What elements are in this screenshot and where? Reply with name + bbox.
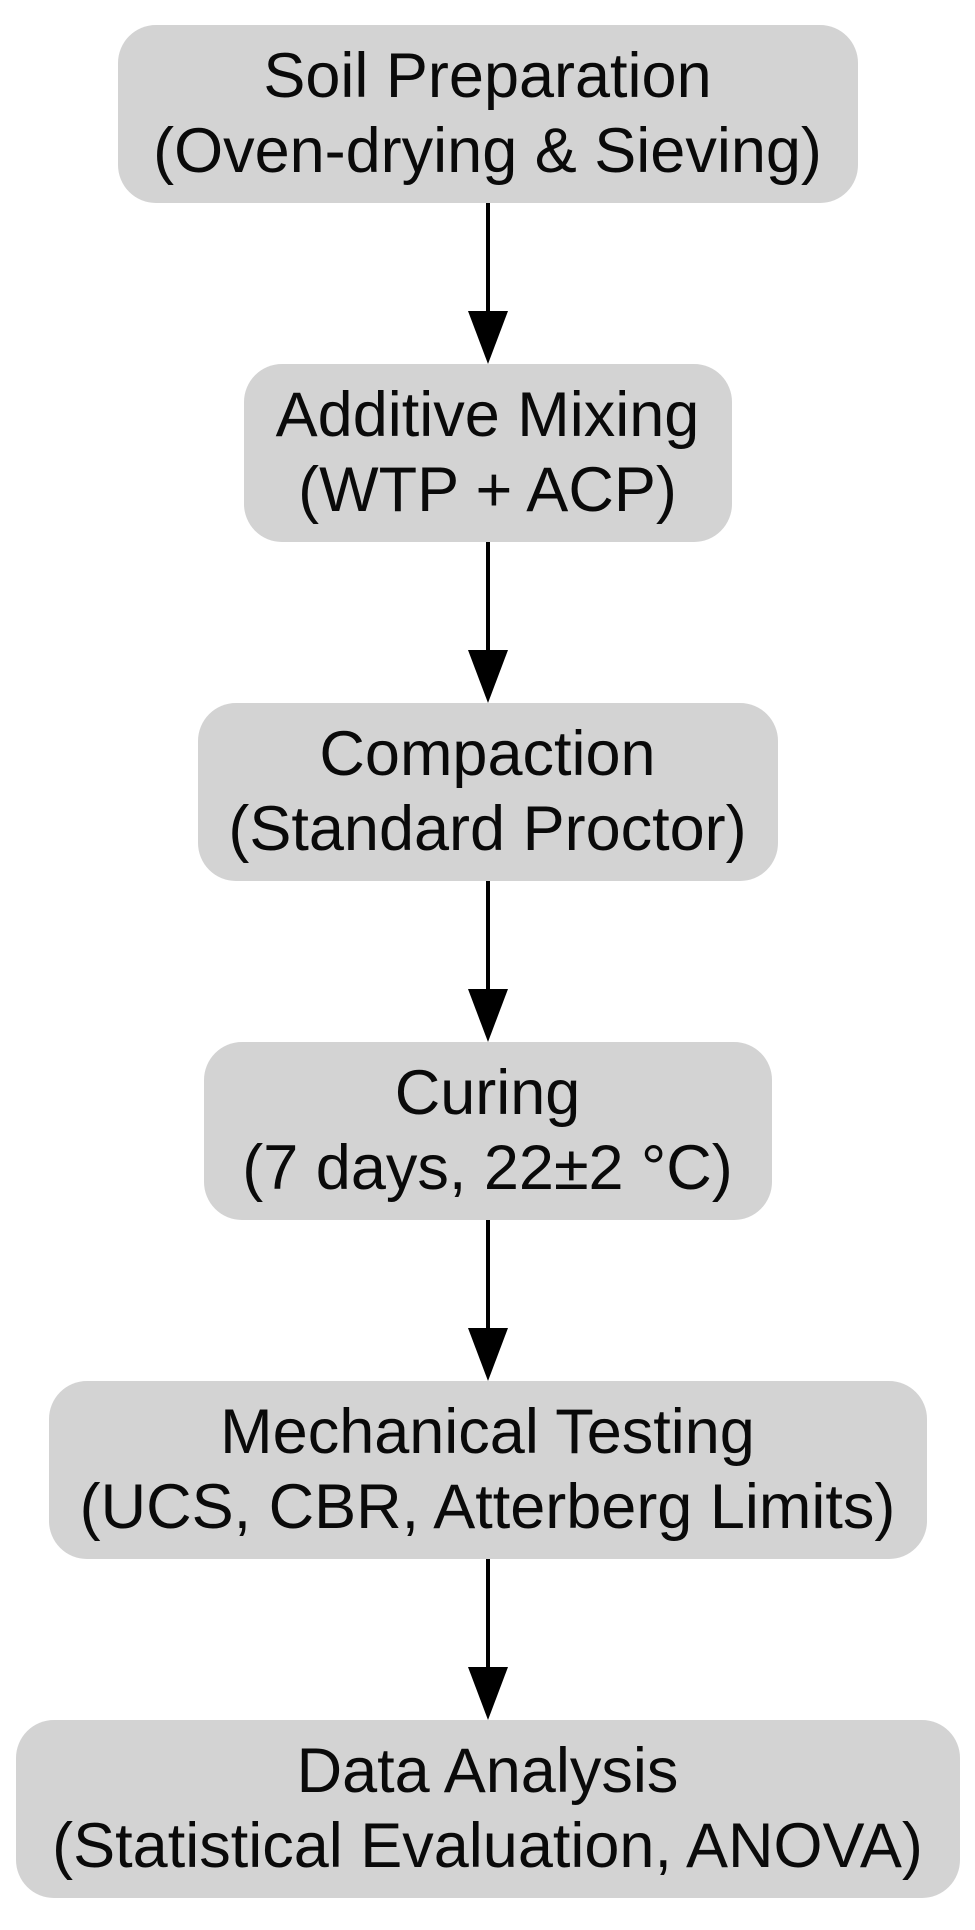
node-title: Mechanical Testing <box>220 1397 755 1467</box>
node-subtitle: (WTP + ACP) <box>298 455 677 525</box>
arrowhead-down-icon <box>467 650 508 703</box>
node-title: Soil Preparation <box>263 41 712 111</box>
flow-arrow-4 <box>467 1220 508 1381</box>
arrow-shaft <box>485 1220 490 1328</box>
arrow-shaft <box>485 1559 490 1667</box>
node-title: Curing <box>394 1058 581 1128</box>
node-subtitle: (Oven-drying & Sieving) <box>153 116 822 186</box>
node-subtitle: (7 days, 22±2 °C) <box>242 1133 733 1203</box>
node-title: Compaction <box>319 719 656 789</box>
node-title: Additive Mixing <box>275 380 700 450</box>
flow-arrow-5 <box>467 1559 508 1720</box>
flow-arrow-3 <box>467 881 508 1042</box>
flow-node-mechanical-testing: Mechanical Testing (UCS, CBR, Atterberg … <box>48 1381 927 1559</box>
node-subtitle: (UCS, CBR, Atterberg Limits) <box>79 1472 896 1542</box>
arrow-shaft <box>485 881 490 989</box>
flow-arrow-1 <box>467 203 508 364</box>
node-title: Data Analysis <box>296 1736 679 1806</box>
arrowhead-down-icon <box>467 1328 508 1381</box>
arrowhead-down-icon <box>467 989 508 1042</box>
flow-node-additive-mixing: Additive Mixing (WTP + ACP) <box>243 364 732 542</box>
node-subtitle: (Standard Proctor) <box>228 794 747 864</box>
arrowhead-down-icon <box>467 311 508 364</box>
flow-node-compaction: Compaction (Standard Proctor) <box>197 703 778 881</box>
flow-arrow-2 <box>467 542 508 703</box>
node-subtitle: (Statistical Evaluation, ANOVA) <box>52 1811 923 1881</box>
flow-node-data-analysis: Data Analysis (Statistical Evaluation, A… <box>15 1720 960 1898</box>
arrowhead-down-icon <box>467 1667 508 1720</box>
arrow-shaft <box>485 203 490 311</box>
flow-node-curing: Curing (7 days, 22±2 °C) <box>203 1042 772 1220</box>
arrow-shaft <box>485 542 490 650</box>
flow-node-soil-preparation: Soil Preparation (Oven-drying & Sieving) <box>117 25 858 203</box>
